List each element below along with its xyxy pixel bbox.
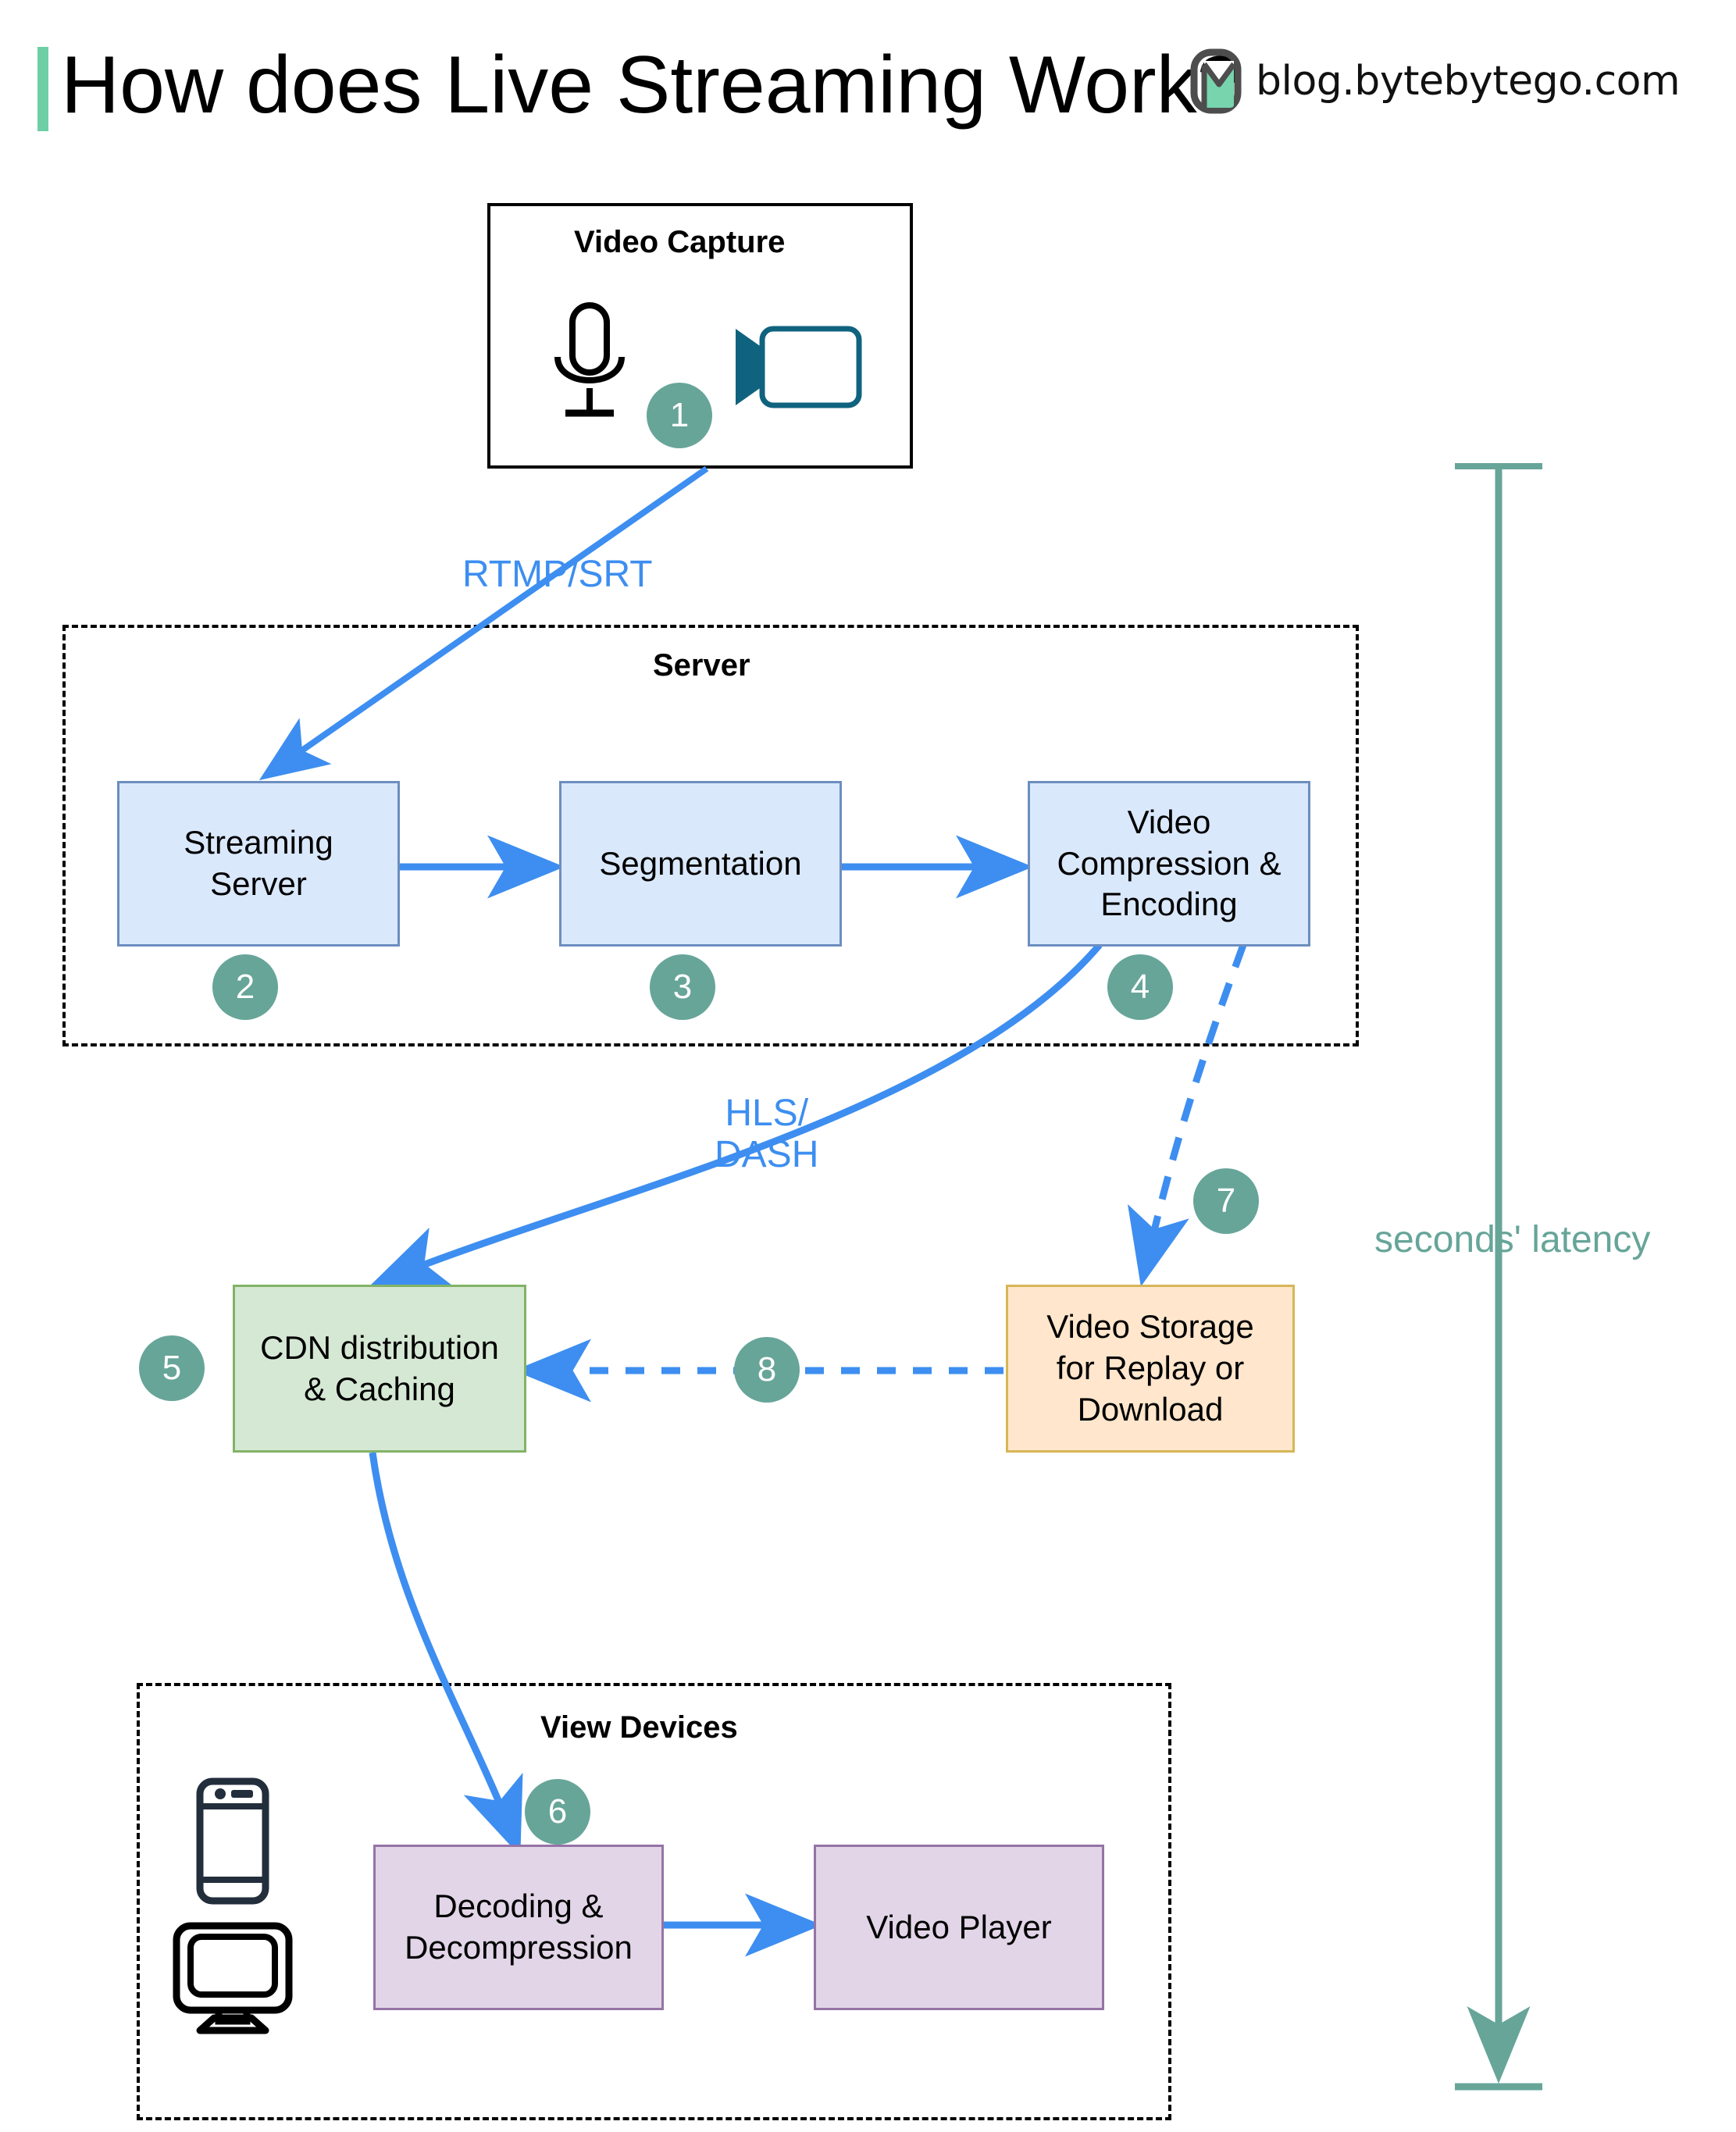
node-decoding[interactable]: Decoding & Decompression (373, 1845, 664, 2010)
step-badge-1: 1 (647, 383, 712, 448)
node-streaming-server[interactable]: Streaming Server (117, 781, 400, 947)
desktop-monitor-icon (173, 1922, 293, 2034)
node-segmentation[interactable]: Segmentation (559, 781, 842, 947)
group-title-view-devices: View Devices (540, 1710, 738, 1745)
step-badge-2: 2 (212, 954, 278, 1020)
step-badge-5: 5 (139, 1335, 205, 1401)
group-title-video-capture: Video Capture (574, 225, 786, 259)
step-badge-6: 6 (525, 1779, 590, 1845)
node-label: Streaming Server (184, 824, 333, 902)
node-video-storage[interactable]: Video Storage for Replay or Download (1006, 1285, 1295, 1453)
group-title-server: Server (653, 648, 750, 683)
node-video-player[interactable]: Video Player (814, 1845, 1104, 2010)
node-cdn[interactable]: CDN distribution & Caching (233, 1285, 526, 1453)
node-label: CDN distribution & Caching (260, 1328, 499, 1407)
latency-annotation: seconds' latency (1374, 1219, 1651, 1260)
page-title: How does Live Streaming Work? (61, 40, 1242, 130)
microphone-icon (554, 302, 625, 417)
step-badge-7: 7 (1193, 1168, 1259, 1234)
node-video-compression[interactable]: Video Compression & Encoding (1028, 781, 1310, 947)
node-label: Video Storage for Replay or Download (1046, 1308, 1254, 1428)
title-accent-bar (37, 47, 48, 131)
node-label: Video Player (866, 1908, 1052, 1945)
video-camera-icon (736, 326, 862, 408)
smartphone-icon (196, 1777, 269, 1905)
edge-label-hls-dash: HLS/ DASH (715, 1093, 819, 1175)
brand: blog.bytebytego.com (1190, 48, 1681, 114)
group-view-devices (137, 1683, 1171, 2120)
node-label: Video Compression & Encoding (1057, 803, 1282, 923)
node-label: Segmentation (599, 844, 802, 882)
node-label: Decoding & Decompression (405, 1888, 633, 1966)
brand-url: blog.bytebytego.com (1256, 58, 1681, 105)
edge-label-rtmp-srt: RTMP/SRT (462, 554, 653, 595)
step-badge-3: 3 (650, 954, 715, 1020)
bytebytego-logo-icon (1190, 48, 1242, 114)
step-badge-8: 8 (734, 1337, 800, 1403)
step-badge-4: 4 (1107, 954, 1173, 1020)
